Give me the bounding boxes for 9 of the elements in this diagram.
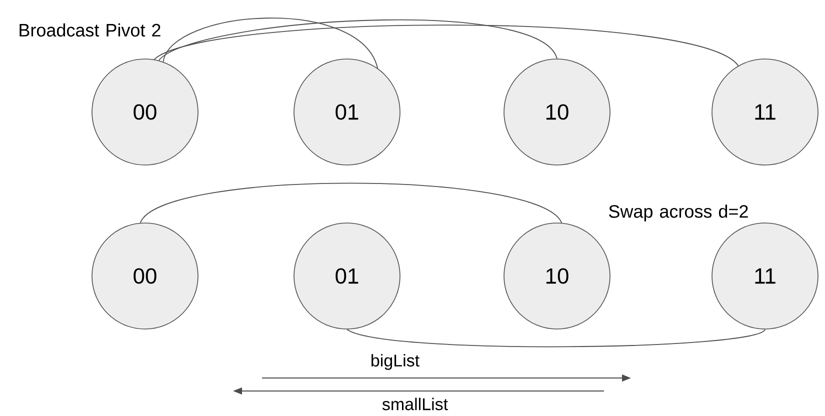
connector-line <box>346 328 766 348</box>
connector-line <box>140 182 562 224</box>
connector-line <box>162 18 378 69</box>
arrow-label: smallList <box>382 398 448 410</box>
note-text: Swap across d=2 <box>609 204 748 222</box>
connector-line <box>158 20 558 61</box>
note-text: Broadcast Pivot 2 <box>20 23 160 37</box>
connector-line <box>154 24 739 66</box>
arrow-label: bigList <box>372 354 420 370</box>
